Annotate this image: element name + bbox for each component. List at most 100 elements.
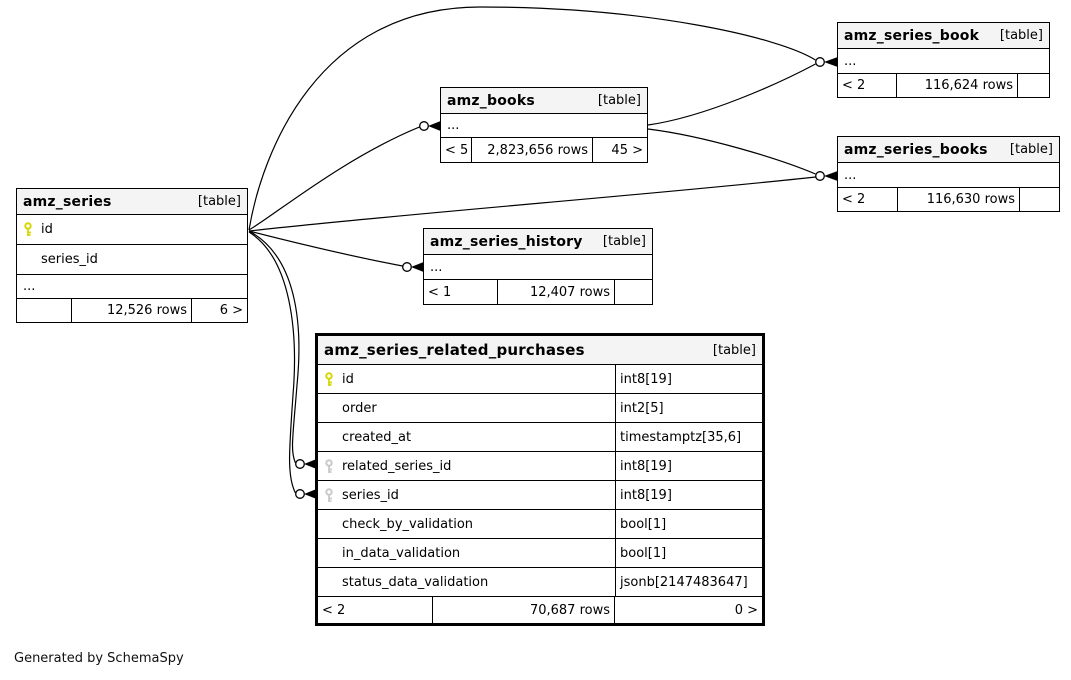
ellipsis-label: ...	[447, 118, 460, 133]
pager-prev: < 5	[441, 138, 472, 162]
column-name-cell: check_by_validation	[318, 510, 615, 538]
ellipsis-row: ...	[838, 163, 1059, 188]
pager-prev	[17, 299, 72, 322]
table-header[interactable]: amz_series_book [table]	[838, 23, 1049, 49]
table-title: amz_series_books	[844, 141, 988, 158]
edge-zero-circle	[295, 489, 305, 499]
pager-prev: < 2	[838, 74, 897, 97]
table-tag: [table]	[602, 234, 646, 249]
column-row-order: order int2[5]	[318, 394, 762, 423]
column-type: jsonb[2147483647]	[615, 568, 762, 596]
pager-next	[615, 280, 652, 304]
ellipsis-row: ...	[17, 275, 247, 299]
row-count: 116,630 rows	[898, 188, 1020, 211]
column-row-series_id: series_id	[17, 245, 247, 275]
table-title: amz_series	[23, 193, 112, 210]
column-row-id: id	[17, 215, 247, 245]
primary-key-icon	[24, 222, 32, 236]
column-name: related_series_id	[342, 458, 452, 474]
column-row-in_data_validation: in_data_validation bool[1]	[318, 539, 762, 568]
column-name: created_at	[342, 429, 412, 445]
column-name-cell: related_series_id	[318, 452, 615, 480]
edge-arrowhead	[428, 121, 440, 131]
pager-prev: < 1	[424, 280, 498, 304]
table-header[interactable]: amz_books [table]	[441, 88, 647, 114]
edge-arrowhead	[411, 262, 423, 272]
edge-zero-circle	[815, 57, 825, 67]
primary-key-icon	[325, 371, 333, 386]
ellipsis-label: ...	[430, 259, 443, 275]
table-tag: [table]	[999, 28, 1043, 43]
column-name-cell: order	[318, 394, 615, 422]
edge-arrowhead	[824, 171, 837, 181]
column-name-cell: series_id	[318, 481, 615, 509]
table-header[interactable]: amz_series_related_purchases [table]	[318, 336, 762, 365]
relationship-edge	[248, 176, 816, 232]
ellipsis-row: ...	[838, 49, 1049, 74]
column-type: bool[1]	[615, 510, 762, 538]
pager-next: 0 >	[734, 602, 758, 618]
edge-zero-circle	[402, 262, 412, 272]
edge-zero-circle	[295, 459, 305, 469]
column-name-cell: id	[17, 215, 247, 244]
pager-next	[1020, 188, 1059, 211]
key-slot	[17, 222, 41, 237]
column-name: order	[342, 400, 377, 416]
column-row-related_series_id: related_series_id int8[19]	[318, 452, 762, 481]
table-tag: [table]	[597, 93, 641, 108]
key-slot	[318, 371, 342, 387]
column-name: in_data_validation	[342, 545, 461, 561]
column-type: int8[19]	[615, 452, 762, 480]
table-title: amz_books	[447, 92, 535, 109]
column-type: int2[5]	[615, 394, 762, 422]
table-title: amz_series_book	[844, 27, 980, 44]
relationship-edge	[647, 63, 816, 126]
relationship-edge	[248, 230, 300, 464]
column-name-cell: series_id	[17, 245, 247, 274]
pager-next: 45 >	[611, 142, 643, 158]
ellipsis-label: ...	[844, 53, 857, 69]
row-count: 70,687 rows	[433, 597, 615, 623]
row-count: 2,823,656 rows	[472, 138, 593, 162]
column-name: series_id	[41, 252, 98, 267]
pager-next	[1018, 74, 1049, 97]
ellipsis-label: ...	[23, 279, 36, 294]
table-header[interactable]: amz_series_history[table]	[424, 229, 652, 255]
column-name: series_id	[342, 487, 399, 503]
table-amz_series[interactable]: amz_series [table] id series_id... 12,526 ro…	[16, 188, 248, 323]
table-title: amz_series_related_purchases	[324, 341, 585, 359]
generated-by-note: Generated by SchemaSpy	[14, 651, 184, 666]
column-row-series_id: series_id int8[19]	[318, 481, 762, 510]
column-name-cell: status_data_validation	[318, 568, 615, 596]
table-header[interactable]: amz_series [table]	[17, 189, 247, 215]
column-name-cell: id	[318, 365, 615, 393]
column-type: bool[1]	[615, 539, 762, 567]
key-slot	[318, 487, 342, 503]
table-header[interactable]: amz_series_books [table]	[838, 137, 1059, 163]
key-slot	[318, 458, 342, 474]
table-tag: [table]	[1009, 142, 1053, 157]
table-tag: [table]	[197, 194, 241, 209]
column-type: int8[19]	[615, 365, 762, 393]
edge-arrowhead	[824, 57, 837, 67]
column-name-cell: created_at	[318, 423, 615, 451]
row-count: 116,624 rows	[897, 74, 1018, 97]
table-tag: [table]	[712, 342, 756, 358]
column-name-cell: in_data_validation	[318, 539, 615, 567]
column-type: int8[19]	[615, 481, 762, 509]
